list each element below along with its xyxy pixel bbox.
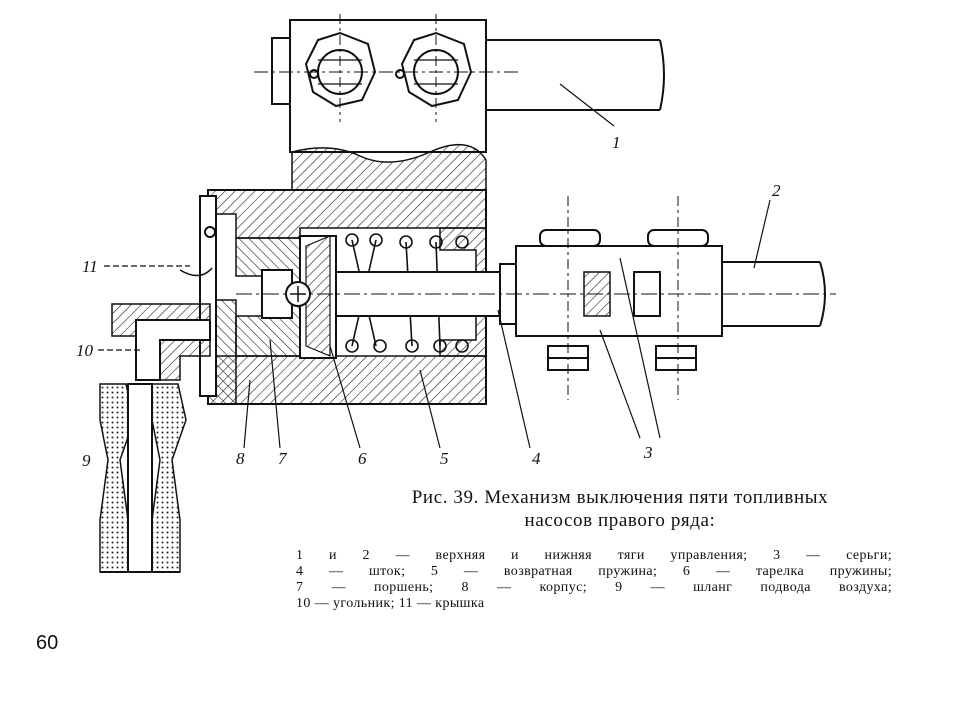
caption-title-line: насосов правого ряда: [524, 510, 716, 531]
callout-11: 11 [82, 257, 98, 276]
page-number: 60 [36, 632, 59, 654]
callout-9: 9 [82, 451, 91, 470]
leader-lines [98, 83, 771, 449]
upper-block [271, 19, 665, 191]
callout-2: 2 [772, 181, 781, 200]
legend-line: 1 и 2 — верхняя и нижняя тяги управления… [296, 548, 892, 563]
callout-5: 5 [440, 449, 449, 468]
callout-8: 8 [236, 449, 245, 468]
caption-title-line: Рис. 39. Механизм выключения пяти топлив… [411, 487, 829, 508]
callout-4: 4 [532, 449, 541, 468]
spring-plate [285, 235, 337, 359]
figure-caption-title: Рис. 39. Механизм выключения пяти топлив… [330, 486, 910, 532]
cover [179, 195, 217, 397]
air-hose [99, 383, 187, 573]
callout-6: 6 [358, 449, 367, 468]
callout-1: 1 [612, 133, 621, 152]
callout-7: 7 [278, 449, 288, 468]
elbow [111, 303, 211, 381]
legend-line: 7 — поршень; 8 — корпус; 9 — шланг подво… [296, 580, 892, 595]
shackles [515, 229, 723, 371]
legend-line: 4 — шток; 5 — возвратная пружина; 6 — та… [296, 564, 892, 579]
callout-10: 10 [76, 341, 94, 360]
callout-3: 3 [643, 443, 653, 462]
legend-line: 10 — угольник; 11 — крышка [296, 596, 485, 611]
figure-caption-legend: 1 и 2 — верхняя и нижняя тяги управления… [296, 548, 892, 612]
